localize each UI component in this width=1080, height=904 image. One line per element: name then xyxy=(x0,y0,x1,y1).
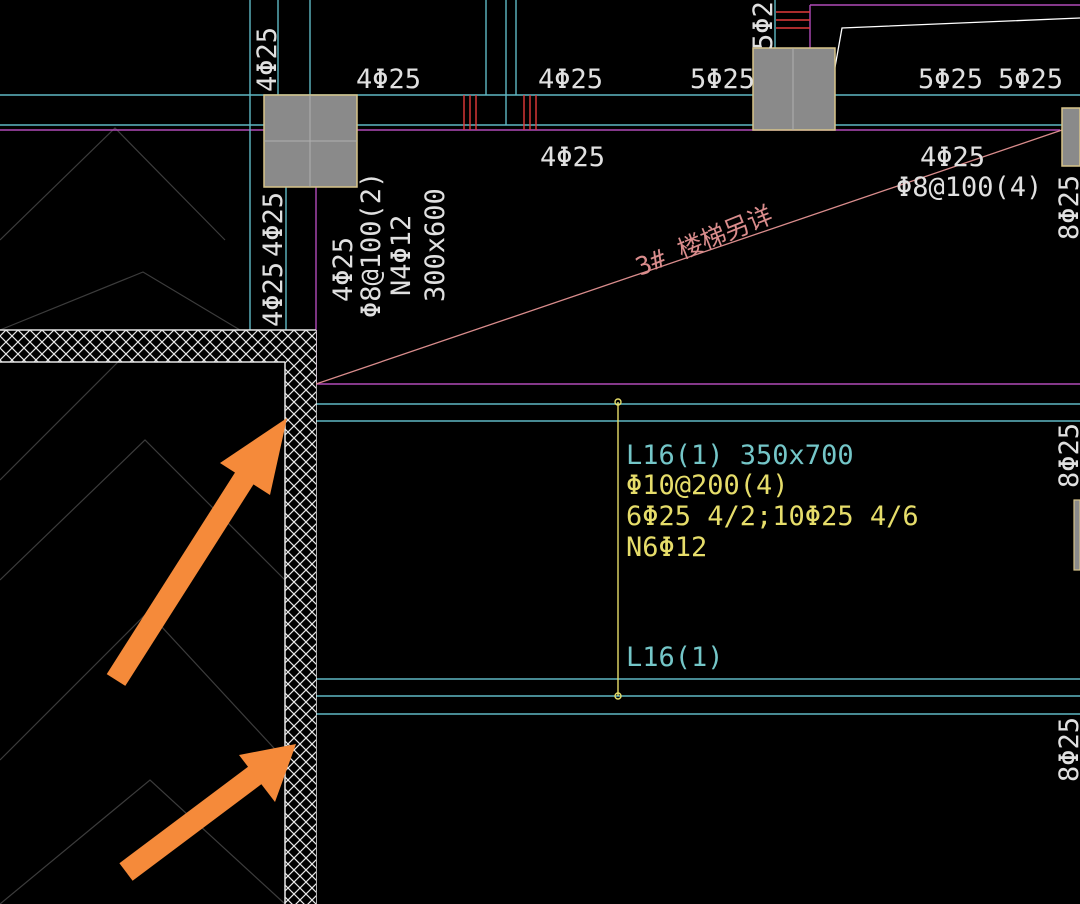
arrow-lower xyxy=(119,744,296,881)
beam-note-line2: Φ10@200(4) xyxy=(626,470,789,501)
label-top-v-mid: 5Φ25 xyxy=(748,0,779,50)
orange-arrows xyxy=(106,418,296,881)
column-2 xyxy=(752,47,836,131)
label-top-h4: 5Φ25 xyxy=(918,64,983,95)
beam-marker xyxy=(614,398,622,700)
label-right-v3: 8Φ25 xyxy=(1054,717,1080,782)
label-top-h5: 5Φ25 xyxy=(998,64,1063,95)
stair-lines xyxy=(315,129,1063,385)
label-right-v1: 8Φ25 xyxy=(1054,175,1080,240)
label-stirrup-right: Φ8@100(4) xyxy=(896,172,1042,203)
label-top-h3: 5Φ25 xyxy=(690,64,755,95)
label-right-v2: 8Φ25 xyxy=(1054,423,1080,488)
beam-note-line4: N6Φ12 xyxy=(626,532,707,563)
beam-label-short: L16(1) xyxy=(626,642,724,673)
stair-note: 3# 楼梯另详 xyxy=(631,200,776,281)
hatched-wall xyxy=(0,329,316,904)
label-beam-v4: 300x600 xyxy=(420,188,451,302)
beam-note-line3: 6Φ25 4/2;10Φ25 4/6 xyxy=(626,501,919,532)
label-col-v2: 4Φ25 xyxy=(258,262,289,327)
label-col-v1: 4Φ25 xyxy=(258,192,289,257)
label-beam-v3: N4Φ12 xyxy=(386,215,417,296)
label-top-h2: 4Φ25 xyxy=(538,64,603,95)
label-col-v3: 4Φ25 xyxy=(328,237,359,302)
column-3 xyxy=(1061,107,1080,167)
label-mid-h1: 4Φ25 xyxy=(540,142,605,173)
rebar-ticks xyxy=(463,11,810,130)
label-beam-v2: Φ8@100(2) xyxy=(356,172,387,318)
arrow-upper xyxy=(106,418,287,686)
label-mid-h2: 4Φ25 xyxy=(920,142,985,173)
label-top-v-left: 4Φ25 xyxy=(252,27,283,92)
columns xyxy=(263,47,1080,571)
column-4 xyxy=(1073,499,1080,571)
background-diagonals xyxy=(0,127,286,904)
beam-note-line1: L16(1) 350x700 xyxy=(626,440,854,471)
label-top-h1: 4Φ25 xyxy=(356,64,421,95)
